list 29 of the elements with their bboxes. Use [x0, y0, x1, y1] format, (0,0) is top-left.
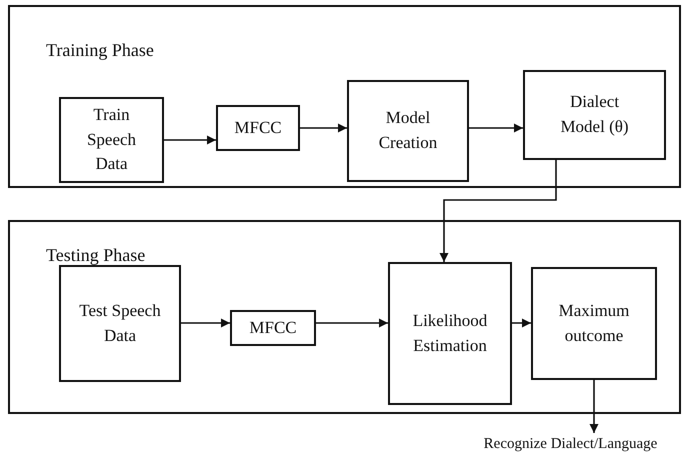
process-box — [347, 80, 469, 182]
box-label: Maximum outcome — [558, 300, 630, 346]
process-box — [59, 265, 181, 382]
phase-panel — [8, 5, 681, 188]
arrow — [316, 318, 388, 328]
output-text: Recognize Dialect/Language — [484, 435, 658, 454]
arrow — [469, 124, 523, 132]
box-label: Train Speech Data — [86, 104, 138, 176]
box-label: Test Speech Data — [78, 300, 162, 346]
box-label: MFCC — [234, 116, 282, 139]
process-box — [59, 97, 164, 183]
arrow — [590, 380, 598, 433]
arrow — [164, 136, 216, 144]
box-label: Model Creation — [378, 107, 438, 154]
process-box — [523, 70, 666, 160]
phase-title: Testing Phase — [46, 244, 146, 267]
process-box — [388, 262, 512, 405]
process-box — [216, 105, 300, 151]
arrow — [512, 318, 531, 328]
process-box — [230, 310, 316, 346]
box-label: Likelihood Estimation — [412, 310, 488, 356]
arrow — [440, 160, 557, 262]
phase-title: Training Phase — [46, 39, 154, 62]
arrow — [181, 318, 230, 328]
box-label: MFCC — [249, 316, 297, 339]
phase-panel — [8, 220, 681, 414]
process-box — [531, 267, 657, 380]
arrow — [300, 124, 347, 132]
box-label: Dialect Model (θ) — [559, 91, 630, 138]
